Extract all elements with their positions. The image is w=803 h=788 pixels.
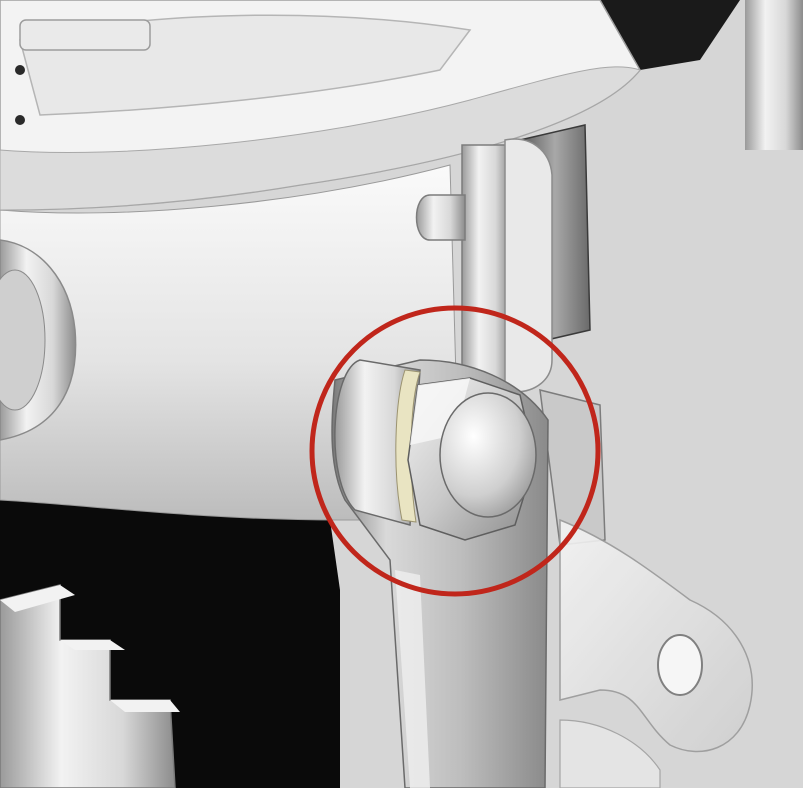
bolt-washer xyxy=(395,369,421,523)
flange-slot xyxy=(19,19,151,51)
vertical-rod xyxy=(461,144,511,406)
bolt-end-cap xyxy=(439,392,537,518)
left-boss-face xyxy=(0,269,46,411)
right-edge-post xyxy=(745,0,803,150)
flange-hole-icon xyxy=(15,115,25,125)
rod-cap xyxy=(504,138,553,393)
ghost-handle xyxy=(559,518,753,753)
highlight-circle-icon xyxy=(309,305,601,597)
ghost-handle-hole xyxy=(657,634,703,696)
flange-rim xyxy=(0,66,641,211)
rod-peg xyxy=(415,194,466,241)
ghost-handle-lower xyxy=(559,719,661,788)
flange-hole-icon xyxy=(15,65,25,75)
lever-arm-highlight xyxy=(395,570,430,788)
lower-left-block-edge xyxy=(0,585,180,712)
